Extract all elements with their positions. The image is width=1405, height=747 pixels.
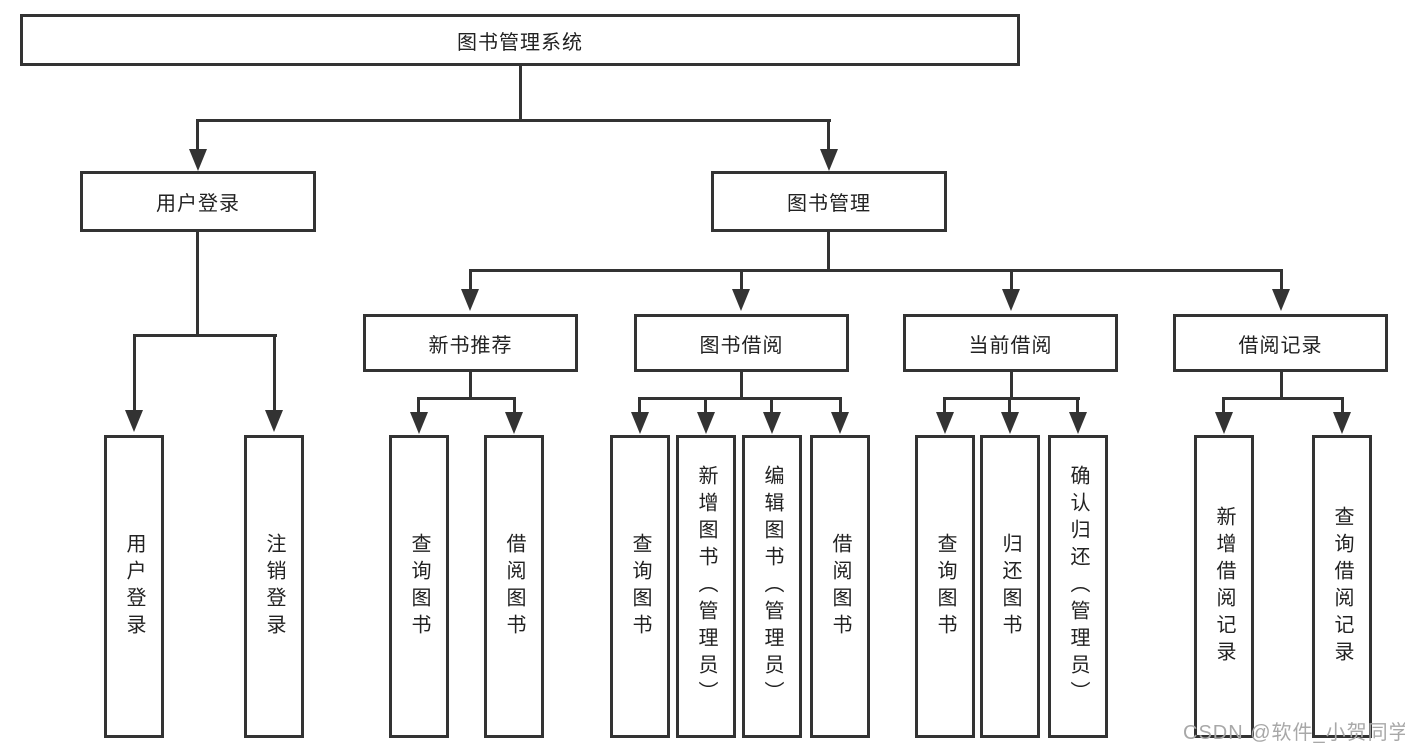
leaf-add-book-admin: 新增图书（管理员）	[676, 435, 736, 738]
connector-line	[1280, 372, 1283, 399]
arrow-down-icon	[936, 412, 954, 434]
connector-line	[943, 397, 946, 414]
leaf-logout: 注销登录	[244, 435, 304, 738]
leaf-query-books-recommend: 查询图书	[389, 435, 449, 738]
leaf-user-login: 用户登录	[104, 435, 164, 738]
connector-line	[469, 372, 472, 399]
csdn-watermark: CSDN @软件_小贺同学	[1183, 722, 1405, 744]
connector-line	[417, 397, 516, 400]
arrow-down-icon	[831, 412, 849, 434]
leaf-borrow-books: 借阅图书	[810, 435, 870, 738]
node-borrow-records: 借阅记录	[1173, 314, 1388, 372]
arrow-down-icon	[461, 289, 479, 311]
leaf-confirm-return-admin: 确认归还（管理员）	[1048, 435, 1108, 738]
node-current-borrow: 当前借阅	[903, 314, 1118, 372]
connector-line	[1010, 269, 1013, 291]
connector-line	[827, 232, 830, 271]
connector-line	[1222, 397, 1225, 414]
connector-line	[273, 334, 276, 412]
connector-line	[196, 119, 199, 151]
arrow-down-icon	[189, 149, 207, 171]
arrow-down-icon	[1272, 289, 1290, 311]
connector-line	[196, 232, 199, 336]
arrow-down-icon	[125, 410, 143, 432]
arrow-down-icon	[1333, 412, 1351, 434]
connector-line	[1008, 397, 1011, 414]
connector-line	[839, 397, 842, 414]
arrow-down-icon	[505, 412, 523, 434]
arrow-down-icon	[1069, 412, 1087, 434]
connector-line	[943, 397, 1080, 400]
leaf-edit-book-admin: 编辑图书（管理员）	[742, 435, 802, 738]
leaf-query-borrow-record: 查询借阅记录	[1312, 435, 1372, 738]
connector-line	[133, 334, 277, 337]
node-book-management: 图书管理	[711, 171, 947, 232]
connector-line	[417, 397, 420, 414]
connector-line	[469, 269, 1282, 272]
connector-line	[638, 397, 641, 414]
arrow-down-icon	[265, 410, 283, 432]
leaf-borrow-books-recommend: 借阅图书	[484, 435, 544, 738]
node-new-book-recommend: 新书推荐	[363, 314, 578, 372]
connector-line	[513, 397, 516, 414]
connector-line	[740, 269, 743, 291]
connector-line	[519, 66, 522, 121]
leaf-return-book: 归还图书	[980, 435, 1040, 738]
connector-line	[196, 119, 831, 122]
connector-line	[740, 372, 743, 399]
connector-line	[1010, 372, 1013, 399]
arrow-down-icon	[697, 412, 715, 434]
arrow-down-icon	[631, 412, 649, 434]
leaf-query-books-borrow: 查询图书	[610, 435, 670, 738]
connector-line	[469, 269, 472, 291]
node-root: 图书管理系统	[20, 14, 1020, 66]
leaf-add-borrow-record: 新增借阅记录	[1194, 435, 1254, 738]
arrow-down-icon	[1001, 412, 1019, 434]
connector-line	[1076, 397, 1079, 414]
connector-line	[1280, 269, 1283, 291]
arrow-down-icon	[410, 412, 428, 434]
arrow-down-icon	[763, 412, 781, 434]
arrow-down-icon	[732, 289, 750, 311]
leaf-query-books-current: 查询图书	[915, 435, 975, 738]
arrow-down-icon	[1215, 412, 1233, 434]
connector-line	[638, 397, 842, 400]
connector-line	[1341, 397, 1344, 414]
node-user-login: 用户登录	[80, 171, 316, 232]
connector-line	[133, 334, 136, 412]
connector-line	[770, 397, 773, 414]
connector-line	[827, 119, 830, 151]
node-book-borrow: 图书借阅	[634, 314, 849, 372]
connector-line	[704, 397, 707, 414]
arrow-down-icon	[820, 149, 838, 171]
arrow-down-icon	[1002, 289, 1020, 311]
connector-line	[1222, 397, 1344, 400]
